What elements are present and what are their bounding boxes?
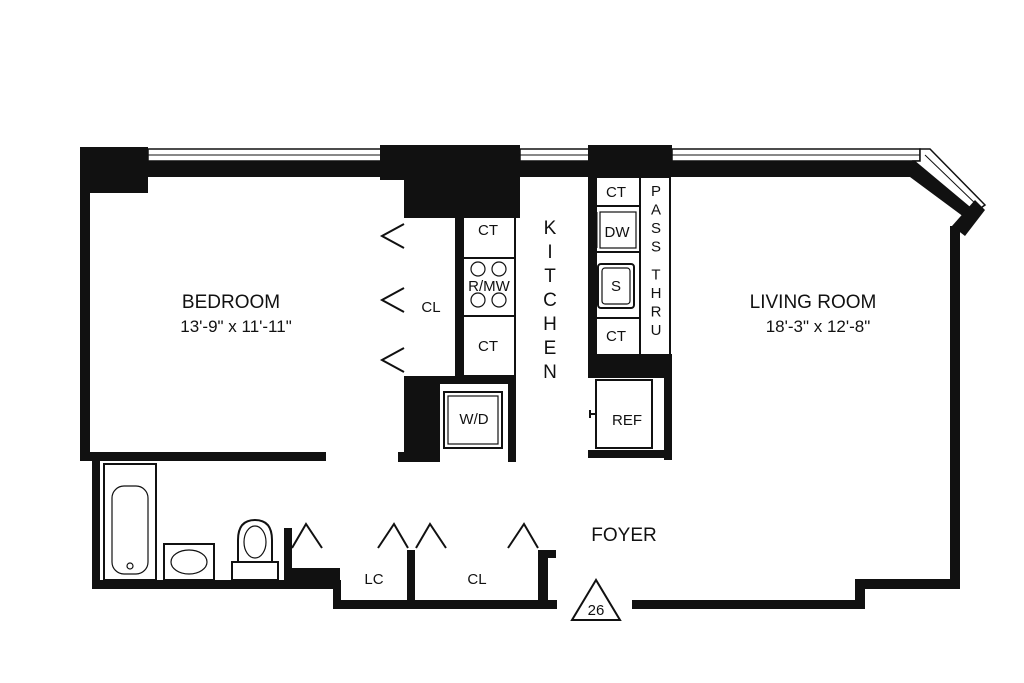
countertop-label: CT	[478, 222, 498, 239]
range-microwave-label: R/MW	[468, 278, 510, 295]
passthru-letter: H	[651, 285, 662, 302]
passthru-letter: S	[651, 220, 661, 237]
bedroom-closet-doors	[379, 223, 405, 373]
foyer-closet-label: CL	[467, 571, 486, 588]
passthru-letter: U	[651, 322, 662, 339]
bedroom-label: BEDROOM	[182, 292, 280, 313]
sink	[597, 263, 635, 309]
bathtub	[103, 463, 157, 581]
bedroom-dimensions: 13'-9" x 11'-11"	[180, 317, 292, 336]
passthru-letter: A	[651, 202, 661, 219]
living-room-dimensions: 18'-3" x 12'-8"	[766, 317, 871, 336]
dishwasher	[594, 211, 637, 249]
refrigerator-label: REF	[612, 412, 642, 429]
kitchen-letter: N	[543, 362, 557, 383]
linen-closet-label: LC	[364, 571, 383, 588]
passthru-letter: S	[651, 239, 661, 256]
kitchen-letter: C	[543, 290, 557, 311]
washer-dryer	[443, 391, 503, 449]
dishwasher-label: DW	[605, 224, 631, 241]
sink-label: S	[611, 278, 621, 295]
passthru-letter: T	[651, 266, 660, 283]
passthru-letter: R	[651, 303, 662, 320]
toilet	[231, 518, 279, 581]
kitchen-letter: K	[544, 218, 557, 239]
washer-dryer-label: W/D	[459, 411, 488, 428]
kitchen-letter: T	[544, 266, 556, 287]
countertop-label: CT	[478, 338, 498, 355]
passthru-letter: P	[651, 183, 661, 200]
foyer-label: FOYER	[591, 525, 656, 546]
exterior-walls	[80, 145, 985, 609]
unit-number: 26	[588, 602, 605, 619]
countertop-label: CT	[606, 184, 626, 201]
refrigerator	[589, 379, 653, 449]
bedroom-closet-label: CL	[421, 299, 440, 316]
kitchen-counters	[462, 176, 671, 377]
kitchen-letter: I	[547, 242, 552, 263]
range-burners	[470, 261, 507, 308]
kitchen-letter: E	[544, 338, 557, 359]
foyer-closet-doors	[291, 522, 539, 549]
living-room-label: LIVING ROOM	[750, 292, 877, 313]
bathroom-sink	[163, 543, 215, 581]
unit-number-marker	[570, 578, 622, 621]
kitchen-letter: H	[543, 314, 557, 335]
countertop-label: CT	[606, 328, 626, 345]
top-windows	[147, 148, 987, 213]
